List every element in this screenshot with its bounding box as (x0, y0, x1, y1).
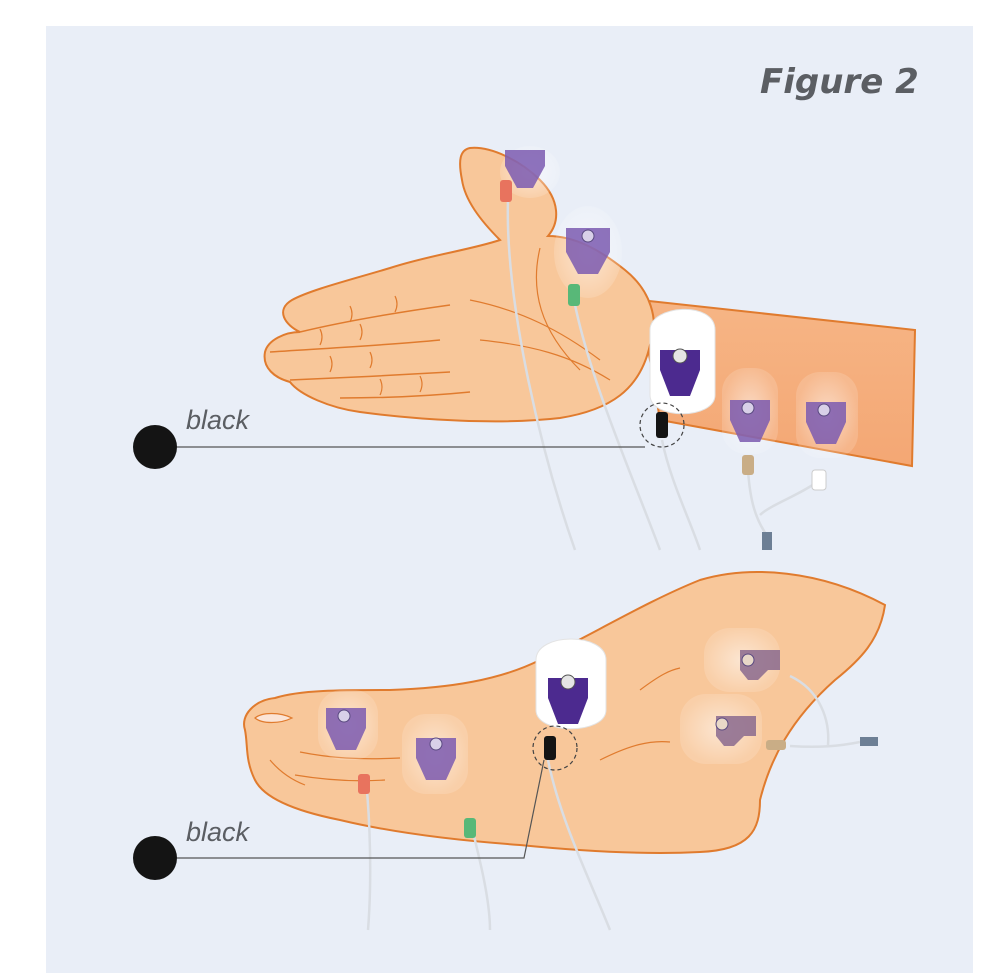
connector-icon (860, 737, 878, 746)
connector-icon (762, 532, 772, 550)
callout-dot-icon (133, 425, 177, 469)
callout-dot-icon (133, 836, 177, 880)
callout-label-foot: black (186, 817, 249, 848)
callout-label-hand: black (186, 405, 249, 436)
electrode-icon (796, 372, 858, 490)
electrode-icon (704, 628, 780, 692)
electrode-icon (722, 368, 778, 475)
